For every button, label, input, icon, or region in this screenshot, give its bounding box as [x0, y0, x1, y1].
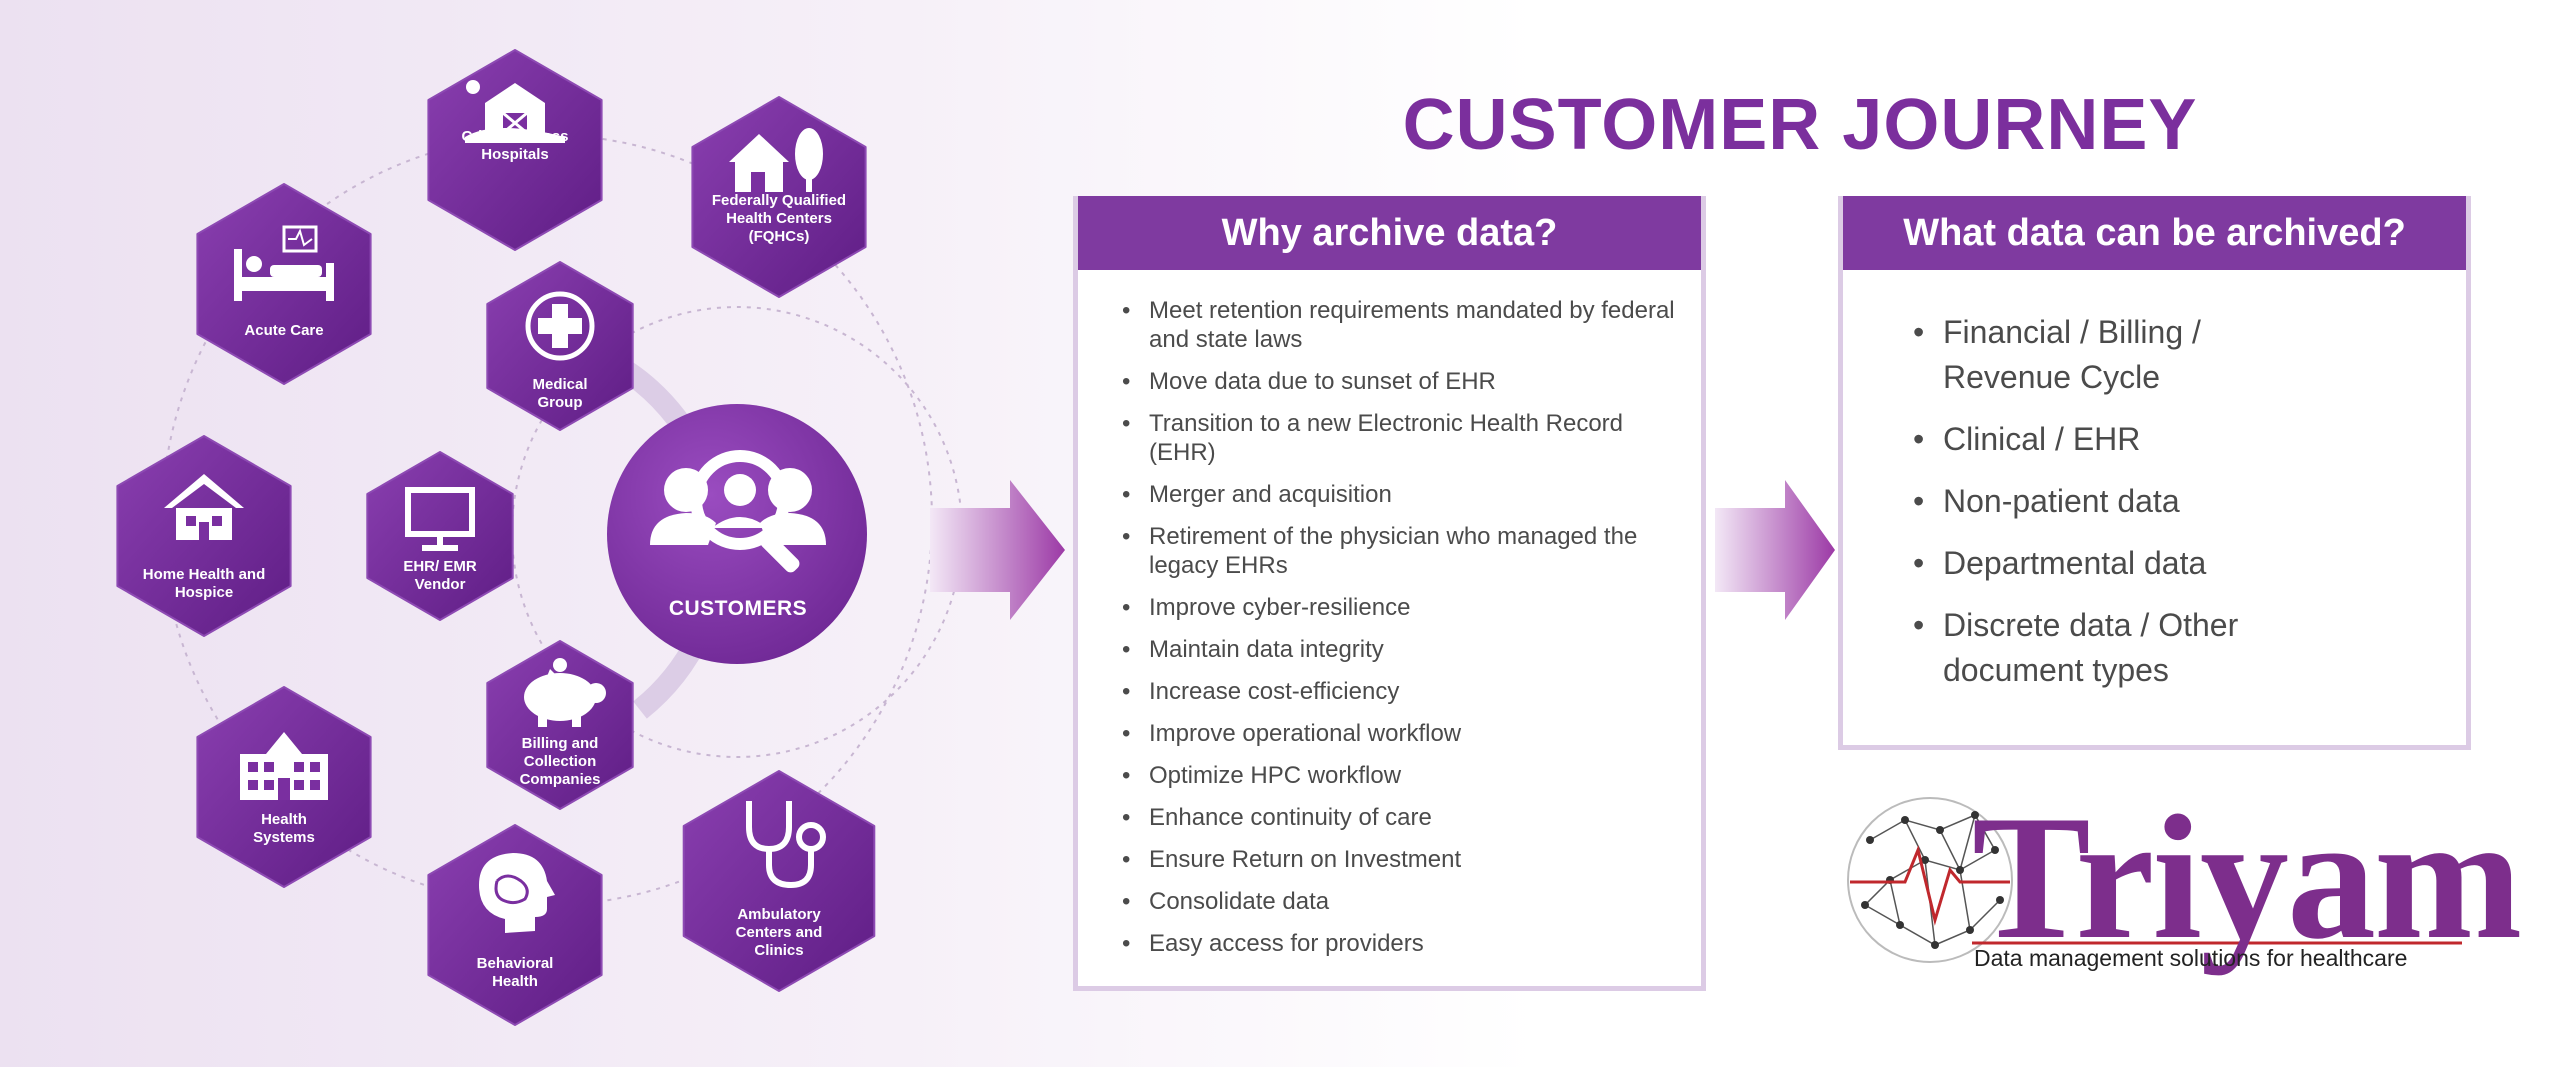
- why-archive-item: Move data due to sunset of EHR: [1122, 367, 1682, 396]
- segment-hex-fqhc: [691, 96, 867, 298]
- what-data-panel: What data can be archived? Financial / B…: [1838, 196, 2471, 750]
- segment-hex-ambulatory: [682, 770, 876, 992]
- house-tree-icon: [729, 128, 823, 192]
- customers-hub: [607, 404, 867, 664]
- hospital-building-icon: [240, 732, 328, 800]
- why-archive-item: Easy access for providers: [1122, 929, 1682, 958]
- medical-cross-icon: [525, 291, 595, 361]
- what-data-item: Non-patient data: [1913, 479, 2273, 524]
- what-data-item: Departmental data: [1913, 541, 2273, 586]
- piggy-bank-icon: [524, 658, 606, 727]
- what-data-item: Discrete data / Other document types: [1913, 603, 2273, 693]
- segment-hex-billing: [486, 640, 634, 810]
- arrow-right-1: [930, 480, 1065, 620]
- segment-hex-behavioral: [427, 824, 603, 1026]
- segment-hex-critical-access: [427, 49, 603, 251]
- home-icon: [164, 474, 244, 540]
- brain-head-icon: [479, 853, 555, 933]
- what-data-item: Financial / Billing / Revenue Cycle: [1913, 310, 2273, 400]
- hub-label: CUSTOMERS: [668, 597, 808, 620]
- why-archive-item: Consolidate data: [1122, 887, 1682, 916]
- triyam-wordmark: Triyam: [1972, 778, 2522, 976]
- monitor-icon: [405, 487, 475, 551]
- arrow-right-2: [1715, 480, 1835, 620]
- segment-label-acute-care: Acute Care: [244, 322, 324, 339]
- why-archive-item: Improve cyber-resilience: [1122, 593, 1682, 622]
- segment-hex-acute-care: [196, 183, 372, 385]
- why-archive-item: Meet retention requirements mandated by …: [1122, 296, 1682, 354]
- segment-hex-health-systems: [196, 686, 372, 888]
- what-data-heading: What data can be archived?: [1843, 196, 2466, 270]
- stethoscope-icon: [746, 801, 826, 889]
- hospital-bed-icon: [234, 225, 334, 301]
- logo-tagline: Data management solutions for healthcare: [1974, 945, 2408, 971]
- barn-icon: [465, 80, 565, 143]
- what-data-list: Financial / Billing / Revenue CycleClini…: [1913, 310, 2373, 710]
- why-archive-list: Meet retention requirements mandated by …: [1122, 296, 1682, 971]
- why-archive-item: Merger and acquisition: [1122, 480, 1682, 509]
- why-archive-item: Increase cost-efficiency: [1122, 677, 1682, 706]
- why-archive-item: Maintain data integrity: [1122, 635, 1682, 664]
- why-archive-item: Improve operational workflow: [1122, 719, 1682, 748]
- why-archive-item: Transition to a new Electronic Health Re…: [1122, 409, 1682, 467]
- why-archive-item: Optimize HPC workflow: [1122, 761, 1682, 790]
- segment-hex-medical-group: [486, 261, 634, 431]
- segment-hex-home-health: [116, 435, 292, 637]
- segment-hex-ehr-vendor: [366, 451, 514, 621]
- globe-network-icon: [1847, 797, 2013, 963]
- what-data-item: Clinical / EHR: [1913, 417, 2273, 462]
- why-archive-heading: Why archive data?: [1078, 196, 1701, 270]
- page-title: CUSTOMER JOURNEY: [1402, 85, 2198, 165]
- customers-magnifier-icon: [650, 450, 826, 573]
- why-archive-panel: Why archive data? Meet retention require…: [1073, 196, 1706, 991]
- why-archive-item: Ensure Return on Investment: [1122, 845, 1682, 874]
- why-archive-item: Retirement of the physician who managed …: [1122, 522, 1682, 580]
- why-archive-item: Enhance continuity of care: [1122, 803, 1682, 832]
